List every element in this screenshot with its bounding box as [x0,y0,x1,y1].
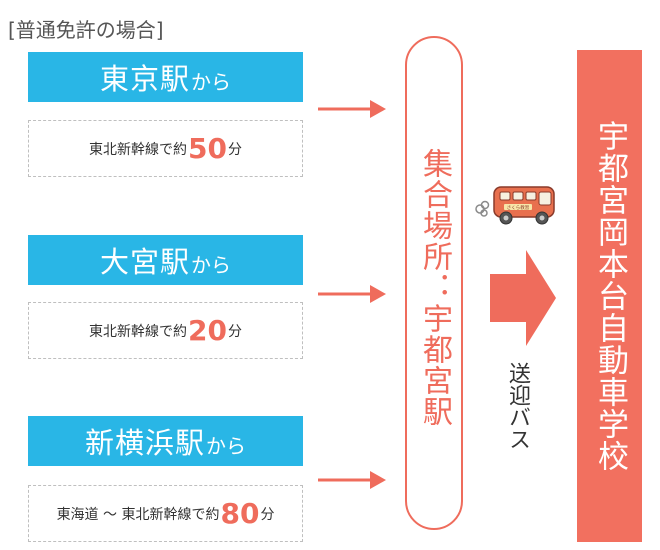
station-header-tokyo: 東京駅から [28,52,303,102]
destination-box: 宇都宮岡本台自動車学校 [577,50,642,542]
meeting-point-label: 集合場所：宇都宮駅 [417,148,452,427]
travel-minutes: 50 [188,132,227,165]
bus-icon: さくら教習 [475,186,555,225]
station-suffix: から [191,69,231,94]
right-arrow-icon [318,100,386,118]
station-suffix: から [191,252,231,277]
station-header-omiya: 大宮駅から [28,235,303,285]
minutes-unit: 分 [227,141,242,158]
travel-minutes: 80 [220,497,260,530]
meeting-point-box: 集合場所：宇都宮駅 [405,36,463,530]
station-suffix: から [206,433,246,458]
station-name: 新横浜駅 [84,426,205,460]
right-arrow-icon [318,285,386,303]
shuttle-bus-label: 送迎バス [505,362,530,450]
exhaust-puff-icon [475,200,490,217]
destination-label: 宇都宮岡本台自動車学校 [592,120,628,472]
bus-sign: さくら教習 [507,204,530,211]
train-line: 東北新幹線で約 [89,141,188,158]
station-name: 大宮駅 [99,245,190,279]
station-name: 東京駅 [99,62,190,96]
minutes-unit: 分 [227,323,242,340]
big-right-arrow-icon [490,250,556,346]
travel-minutes: 20 [188,314,227,347]
train-line: 東海道 〜 東北新幹線で約 [56,506,220,523]
minutes-unit: 分 [260,506,275,523]
train-line: 東北新幹線で約 [89,323,188,340]
station-header-shin-yokohama: 新横浜駅から [28,416,303,466]
right-arrow-icon [318,471,386,489]
section-heading: [普通免許の場合] [8,18,164,42]
